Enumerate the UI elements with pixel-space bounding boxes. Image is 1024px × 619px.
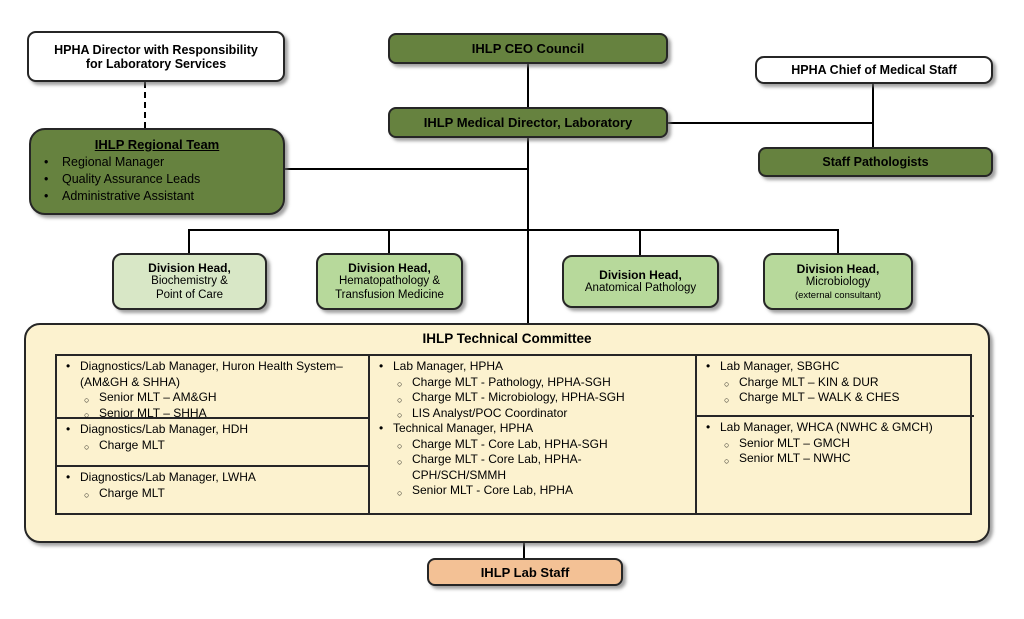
box-ceo-council: IHLP CEO Council (388, 33, 668, 64)
technical-committee-title: IHLP Technical Committee (422, 331, 592, 346)
regional-team-member: Regional Manager (31, 154, 283, 171)
committee-item: Senior MLT – AM&GH (57, 390, 364, 407)
division-subtitle: Anatomical Pathology (584, 281, 697, 294)
committee-item: Diagnostics/Lab Manager, LWHA (57, 470, 364, 486)
box-division-biochemistry: Division Head, Biochemistry & Point of C… (112, 253, 267, 310)
connector-regional-to-center (285, 168, 529, 170)
box-medical-director: IHLP Medical Director, Laboratory (388, 107, 668, 138)
committee-item: Senior MLT – SHHA (57, 406, 364, 423)
box-regional-team: IHLP Regional Team Regional Manager Qual… (29, 128, 285, 215)
division-subtitle: Biochemistry & Point of Care (151, 275, 228, 301)
connector-ceo-to-director (527, 63, 529, 109)
committee-item: Senior MLT – GMCH (697, 436, 970, 453)
connector-director-to-regional-dashed (144, 82, 146, 128)
table-divider-col1-col2 (368, 356, 370, 513)
division-title: Division Head, (796, 262, 880, 277)
table-divider-col2-col3 (695, 356, 697, 513)
box-staff-pathologists: Staff Pathologists (758, 147, 993, 177)
committee-item: Charge MLT (57, 486, 364, 503)
committee-item: Charge MLT – WALK & CHES (697, 390, 970, 407)
committee-item: Charge MLT - Core Lab, HPHA-SGH (370, 437, 691, 454)
committee-item: Senior MLT – NWHC (697, 451, 970, 468)
technical-committee-table: Diagnostics/Lab Manager, Huron Health Sy… (55, 354, 974, 515)
division-title: Division Head, (148, 261, 231, 275)
division-title: Division Head, (348, 261, 431, 275)
regional-team-member: Administrative Assistant (31, 188, 283, 205)
committee-cell-hdh: Diagnostics/Lab Manager, HDHCharge MLT (57, 419, 368, 465)
committee-item: Lab Manager, SBGHC (697, 359, 970, 375)
connector-director-to-chief (667, 122, 874, 124)
box-technical-committee: IHLP Technical Committee Diagnostics/Lab… (24, 323, 990, 543)
connector-stub-division-1 (188, 229, 190, 255)
box-hpha-director: HPHA Director with Responsibility for La… (27, 31, 285, 82)
committee-item: LIS Analyst/POC Coordinator (370, 406, 691, 423)
committee-item: Charge MLT - Pathology, HPHA-SGH (370, 375, 691, 392)
division-subtitle: Hematopathology & Transfusion Medicine (335, 275, 444, 301)
box-division-hematopathology: Division Head, Hematopathology & Transfu… (316, 253, 463, 310)
division-title: Division Head, (599, 267, 682, 282)
committee-cell-sbghc: Lab Manager, SBGHCCharge MLT – KIN & DUR… (697, 356, 974, 415)
regional-team-title: IHLP Regional Team (94, 137, 220, 152)
connector-stub-division-3 (639, 229, 641, 255)
committee-item: Senior MLT - Core Lab, HPHA (370, 483, 691, 500)
committee-item: Charge MLT – KIN & DUR (697, 375, 970, 392)
connector-committee-to-labstaff (523, 541, 525, 559)
connector-stub-division-4 (837, 229, 839, 255)
box-lab-staff: IHLP Lab Staff (427, 558, 623, 586)
committee-item: Lab Manager, WHCA (NWHC & GMCH) (697, 420, 970, 436)
committee-item: Technical Manager, HPHA (370, 421, 691, 437)
connector-chief-to-pathologists (872, 83, 874, 148)
table-divider-col3-row1 (697, 415, 974, 417)
committee-item: Charge MLT - Microbiology, HPHA-SGH (370, 390, 691, 407)
committee-cell-huron: Diagnostics/Lab Manager, Huron Health Sy… (57, 356, 368, 423)
regional-team-list: Regional Manager Quality Assurance Leads… (31, 154, 283, 205)
committee-item: Lab Manager, HPHA (370, 359, 691, 375)
committee-cell-hpha: Lab Manager, HPHACharge MLT - Pathology,… (370, 356, 695, 513)
regional-team-member: Quality Assurance Leads (31, 171, 283, 188)
committee-cell-whca: Lab Manager, WHCA (NWHC & GMCH)Senior ML… (697, 417, 974, 513)
division-note: (external consultant) (794, 289, 882, 301)
box-division-microbiology: Division Head, Microbiology (external co… (763, 253, 913, 310)
connector-division-distribution (188, 229, 839, 231)
committee-cell-lwha: Diagnostics/Lab Manager, LWHACharge MLT (57, 467, 368, 513)
committee-item: Diagnostics/Lab Manager, Huron Health Sy… (57, 359, 364, 390)
box-division-anatomical-pathology: Division Head, Anatomical Pathology (562, 255, 719, 308)
committee-item: Charge MLT - Core Lab, HPHA- CPH/SCH/SMM… (370, 452, 691, 483)
table-divider-col1-row2 (57, 465, 370, 467)
division-subtitle: Microbiology (805, 276, 871, 289)
committee-item: Diagnostics/Lab Manager, HDH (57, 422, 364, 438)
box-chief-of-medical-staff: HPHA Chief of Medical Staff (755, 56, 993, 84)
committee-item: Charge MLT (57, 438, 364, 455)
connector-stub-division-2 (388, 229, 390, 255)
